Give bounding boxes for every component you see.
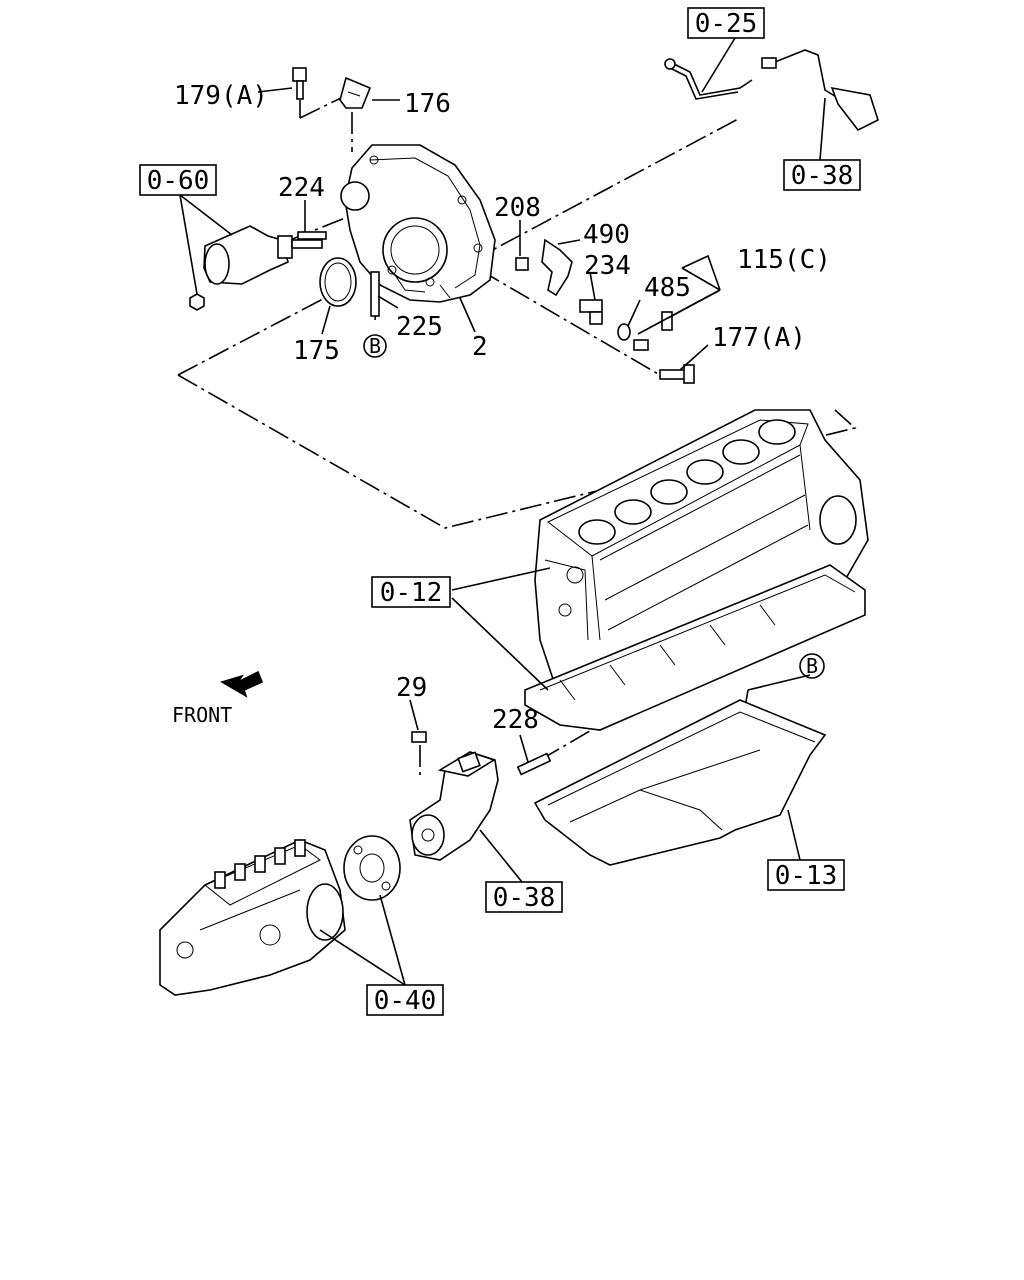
bolt-234-shape xyxy=(579,299,603,325)
circle-marker-b-top: B xyxy=(363,334,387,358)
ref-box-0-12: 0-12 xyxy=(371,576,451,608)
crankcase-plate xyxy=(524,564,866,731)
air-compressor xyxy=(409,751,499,861)
svg-text:0-38: 0-38 xyxy=(791,161,854,191)
part-label-179a: 179(A) xyxy=(174,81,268,111)
part-label-115c: 115(C) xyxy=(737,245,831,275)
part-label-224: 224 xyxy=(278,173,325,203)
svg-text:0-38: 0-38 xyxy=(493,883,556,913)
part-label-177a: 177(A) xyxy=(712,323,806,353)
bracket-176-shape xyxy=(339,76,372,109)
flywheel-housing xyxy=(340,144,496,303)
svg-text:B: B xyxy=(369,334,381,358)
svg-text:0-13: 0-13 xyxy=(775,861,838,891)
ref-box-0-40: 0-40 xyxy=(366,984,444,1016)
part-label-490: 490 xyxy=(583,220,630,250)
svg-text:0-60: 0-60 xyxy=(147,166,210,196)
part-label-2: 2 xyxy=(472,332,488,362)
svg-text:B: B xyxy=(806,654,818,678)
coupling-shape xyxy=(343,835,401,901)
ref-box-0-60: 0-60 xyxy=(139,164,217,196)
oil-seal-175-shape xyxy=(319,257,357,307)
starter-motor-shape xyxy=(189,225,323,311)
front-arrow-icon xyxy=(220,670,264,698)
bolt-177a-shape xyxy=(659,364,695,384)
bracket-490-shape xyxy=(541,238,573,297)
circle-marker-b-bottom: B xyxy=(799,653,825,679)
part-label-225: 225 xyxy=(396,312,443,342)
front-label: FRONT xyxy=(172,703,232,727)
ref-box-0-38-top: 0-38 xyxy=(783,159,861,191)
injection-pump xyxy=(159,839,346,996)
part-label-29: 29 xyxy=(396,673,427,703)
pipe-025-shape xyxy=(664,49,879,132)
ref-box-0-38-bottom: 0-38 xyxy=(485,881,563,913)
part-label-234: 234 xyxy=(584,251,631,281)
plug-29-shape xyxy=(411,731,427,743)
part-label-176: 176 xyxy=(404,89,451,119)
oil-pan xyxy=(533,699,827,866)
nut-208-shape xyxy=(515,257,529,271)
stud-225-shape xyxy=(370,271,380,317)
ref-box-0-25: 0-25 xyxy=(687,7,765,39)
part-label-228: 228 xyxy=(492,705,539,735)
part-label-175: 175 xyxy=(293,336,340,366)
leader-lines xyxy=(179,37,826,986)
stud-224-shape xyxy=(297,231,327,240)
bolt-179a-shape xyxy=(292,67,307,100)
part-label-485: 485 xyxy=(644,273,691,303)
svg-text:0-12: 0-12 xyxy=(380,578,443,608)
svg-text:0-25: 0-25 xyxy=(695,9,758,39)
stud-228-shape xyxy=(516,752,552,776)
ref-box-0-13: 0-13 xyxy=(767,859,845,891)
fitting-485-shape xyxy=(617,311,673,351)
svg-text:0-40: 0-40 xyxy=(374,986,437,1016)
part-label-208: 208 xyxy=(494,193,541,223)
